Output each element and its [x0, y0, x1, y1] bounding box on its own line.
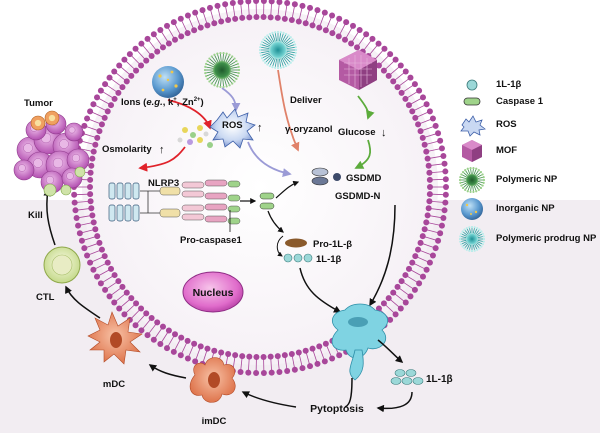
- pore-release-arrow: [377, 339, 404, 363]
- polymeric-prodrug-np: [258, 30, 298, 70]
- pore-to-pyroptosis-arrow: [344, 377, 353, 408]
- label-il1b-inner: 1L-1β: [316, 254, 342, 265]
- label-osmolarity: Osmolarity: [102, 144, 152, 155]
- nlrp3-receptors: [108, 182, 140, 222]
- label-pyroptosis: Pytoptosis: [310, 403, 364, 415]
- legend-label: 1L-1β: [496, 79, 522, 90]
- ions-arrow: [167, 99, 212, 130]
- label-pro-il1b: Pro-1L-β: [313, 239, 352, 250]
- glucose-to-gsdmd-arrow: [354, 139, 372, 169]
- caspase1-active: [259, 192, 275, 210]
- il1b-released: [390, 369, 424, 385]
- label-ros: ROS: [222, 120, 243, 131]
- il1b-cycle-arrow: [276, 235, 284, 257]
- legend-label: Inorganic NP: [496, 203, 555, 214]
- inorganic-np-dots: [158, 70, 178, 92]
- caspase1-icon: [463, 97, 481, 106]
- il1b-icon: [466, 79, 478, 91]
- label-gamma-oryzanol: γ-oryzanol: [285, 124, 333, 135]
- ros-arrow: [221, 87, 241, 112]
- osmolarity-arrow: [138, 146, 186, 172]
- label-gsdmd-n: GSDMD-N: [335, 191, 381, 202]
- legend-item-inorganic-np: Inorganic NP: [452, 196, 600, 222]
- glucose-down-arrow: ↓: [381, 127, 387, 139]
- legend-label: MOF: [496, 145, 518, 156]
- legend-item-mof: MOF: [452, 138, 600, 164]
- label-pro-caspase1: Pro-caspase1: [180, 235, 243, 246]
- label-ctl: CTL: [36, 292, 55, 303]
- mof-icon: [462, 140, 482, 162]
- caspase-to-il1b-arrow: [267, 210, 284, 233]
- pro-il1b-shape: [285, 238, 307, 248]
- legend-label: Caspase 1: [496, 96, 544, 107]
- cell-interior: [82, 9, 438, 365]
- mdc-to-ctl-arrow: [65, 285, 101, 319]
- legend-item-ros: ROS: [452, 112, 600, 138]
- glucose-arrow: [357, 95, 375, 120]
- cell-membrane: [71, 0, 449, 376]
- label-il1b-outer: 1L-1β: [426, 374, 453, 385]
- caspase-to-gsdmd-arrow: [275, 180, 300, 199]
- label-tumor: Tumor: [24, 98, 53, 109]
- ros-burst: [209, 108, 256, 149]
- mdc-cell: [87, 311, 143, 365]
- label-mdc: mDC: [103, 379, 125, 390]
- il1b-inner-cluster: [283, 253, 313, 263]
- label-kill: Kill: [28, 210, 43, 221]
- tumor-mass: [13, 110, 90, 197]
- gsdmdn-to-pore-arrow: [369, 204, 396, 307]
- label-nucleus: Nucleus: [193, 287, 234, 299]
- inorganic-np-icon: [461, 198, 483, 220]
- label-gsdmd: GSDMD: [346, 173, 382, 184]
- il1b-to-pyroptosis-arrow: [376, 391, 413, 413]
- legend-item-polymeric-prodrug-np: Polymeric prodrug NP: [452, 226, 600, 252]
- legend-label: Polymeric prodrug NP: [496, 233, 597, 244]
- legend-item-polymeric-np: Polymeric NP: [452, 167, 600, 193]
- polymeric-np-icon: [458, 167, 486, 193]
- osmolarity-up-arrow: ↑: [159, 144, 165, 156]
- label-imdc: imDC: [202, 416, 227, 427]
- polymeric-np: [203, 51, 241, 89]
- legend-item-caspase1: Caspase 1: [452, 89, 600, 115]
- label-ions: Ions (e.g., k+, Zn2+): [121, 97, 204, 108]
- deliver-arrow: [277, 69, 300, 152]
- il1b-to-pore-arrow: [299, 267, 342, 313]
- label-deliver: Deliver: [290, 95, 322, 106]
- legend-label: ROS: [496, 119, 517, 130]
- imdc-cell: [189, 357, 236, 403]
- nucleus: [182, 271, 244, 313]
- inorganic-np: [152, 66, 184, 98]
- label-nlrp3: NLRP3: [148, 178, 179, 189]
- gsdmd-pore: [331, 303, 389, 381]
- imdc-to-mdc-arrow: [148, 364, 187, 379]
- ctl-cell: [43, 246, 81, 284]
- inflammasome-assembly: [140, 179, 241, 225]
- ros-up-arrow: ↑: [257, 122, 263, 134]
- mof-particle: [339, 50, 377, 90]
- legend-label: Polymeric NP: [496, 174, 558, 185]
- ros-to-gsdmd-arrow: [247, 141, 292, 177]
- ros-icon: [460, 115, 486, 137]
- polymeric-prodrug-np-icon: [458, 226, 486, 252]
- label-glucose: Glucose: [338, 127, 376, 138]
- ion-cluster: [177, 125, 213, 148]
- gsdmd-protein: [311, 167, 341, 186]
- legend-item-il1b: 1L-1β: [452, 72, 600, 98]
- pyroptosis-to-imdc-arrow: [241, 391, 297, 408]
